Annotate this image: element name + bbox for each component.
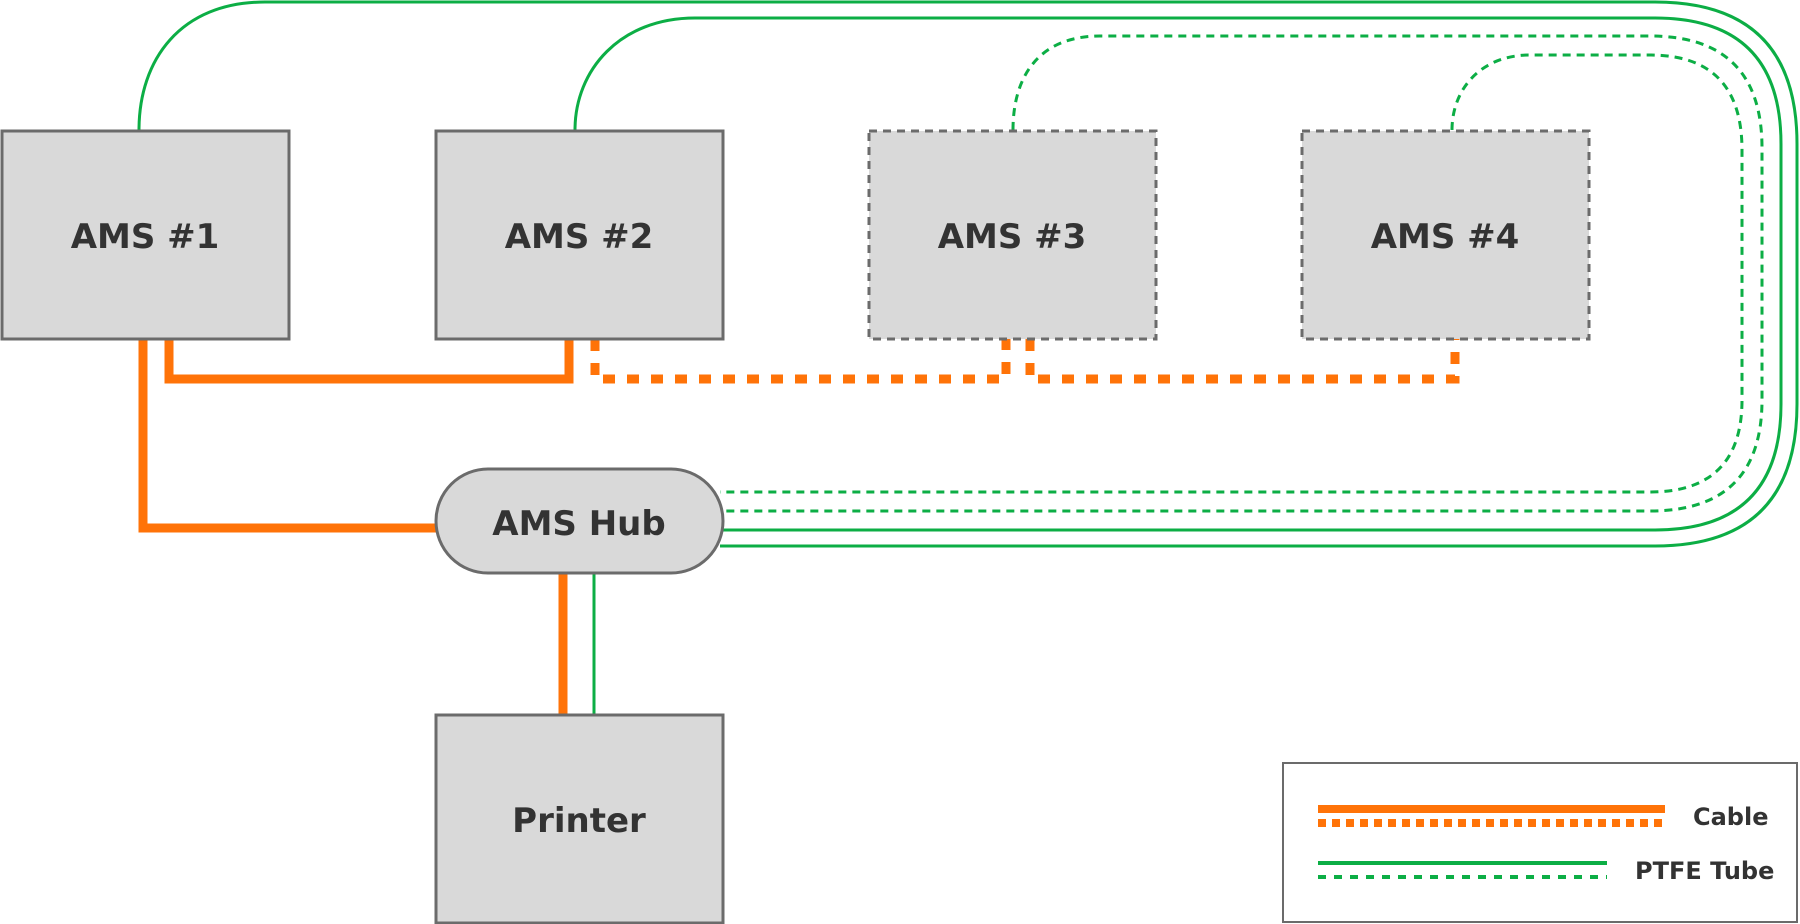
node-label: Printer bbox=[512, 801, 646, 841]
node-label: AMS #2 bbox=[505, 217, 654, 257]
node-ams-hub: AMS Hub bbox=[434, 467, 725, 575]
node-ams1: AMS #1 bbox=[0, 129, 291, 341]
cable-ams1-ams2 bbox=[164, 339, 574, 384]
legend-ptfe-label: PTFE Tube bbox=[1635, 857, 1774, 885]
cable-ams3-ams4 bbox=[1025, 339, 1460, 384]
ptfe-tube-ams3 bbox=[720, 34, 1764, 513]
cable-ams2-ams3 bbox=[590, 339, 1011, 384]
node-ams4: AMS #4 bbox=[1300, 129, 1591, 341]
node-label: AMS #4 bbox=[1371, 217, 1520, 257]
node-printer: Printer bbox=[434, 713, 725, 924]
node-ams2: AMS #2 bbox=[434, 129, 725, 341]
cables bbox=[138, 339, 1460, 715]
cable-ams1-hub bbox=[138, 339, 436, 533]
ptfe-tube-ams2 bbox=[573, 16, 1783, 532]
node-label: AMS #3 bbox=[938, 217, 1087, 257]
legend: Cable PTFE Tube bbox=[1282, 762, 1798, 923]
node-label: AMS Hub bbox=[492, 504, 665, 544]
node-label: AMS #1 bbox=[71, 217, 220, 257]
node-ams3: AMS #3 bbox=[867, 129, 1158, 341]
ptfe-tube-ams1 bbox=[137, 0, 1799, 548]
legend-cable-label: Cable bbox=[1693, 803, 1769, 831]
ptfe-tubes bbox=[137, 0, 1799, 715]
ptfe-tube-ams4 bbox=[720, 53, 1744, 494]
